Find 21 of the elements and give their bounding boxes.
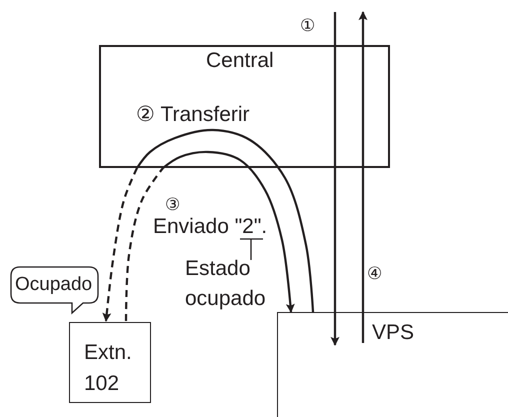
node-label: Central [206,49,274,73]
node-label: Estado ocupado [185,256,267,312]
arrow [358,11,368,343]
arrow [102,168,138,322]
connector-line [124,167,164,321]
arrow [330,12,340,346]
arrow [162,150,295,313]
step-number: ④ [367,263,382,285]
node-label: VPS [372,321,414,345]
extension-box [69,322,151,403]
node-label: Extn. 102 [84,340,133,397]
step-number: ③ [165,194,180,216]
step-label: ② Transferir [136,103,250,127]
node-label: Enviado "2". [153,215,268,239]
connector-line [136,128,314,312]
vps-box [277,312,508,417]
leader-line [239,238,264,261]
bubble-text: Ocupado [15,273,92,297]
speech-bubble [10,266,100,316]
step-number: ① [300,15,315,37]
central-box [99,45,390,168]
